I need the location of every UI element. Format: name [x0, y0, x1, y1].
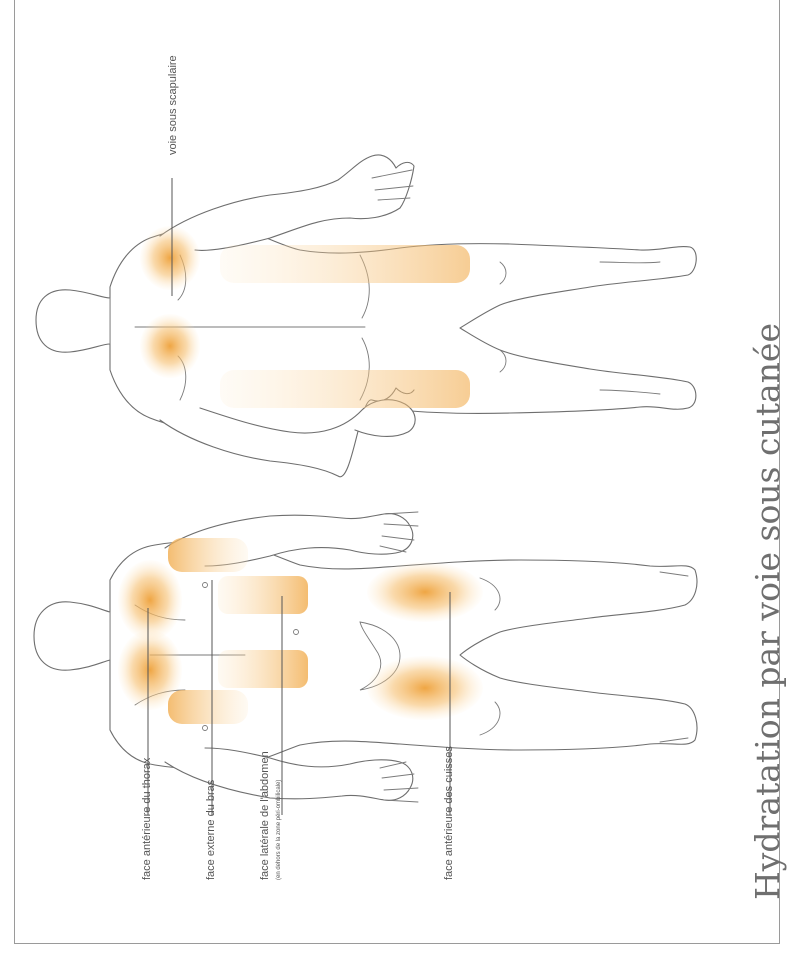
label-cuisses: face antérieure des cuisses: [443, 746, 455, 880]
label-voie-scapulaire: voie sous scapulaire: [167, 55, 179, 155]
front-head-outline: [34, 602, 110, 670]
page-title: Hydratation par voie sous cutanée: [748, 323, 787, 900]
back-head-outline: [36, 290, 110, 352]
zone-front-abdomen-top: [218, 576, 308, 614]
zone-front-thorax-top: [118, 560, 182, 640]
zone-back-flank-bottom: [220, 370, 470, 408]
zone-back-flank-top: [220, 245, 470, 283]
front-figure: [34, 512, 697, 802]
front-arm-bottom: [165, 748, 413, 800]
label-abdomen: face latérale de l'abdomen: [259, 751, 271, 880]
zone-front-abdomen-bottom: [218, 650, 308, 688]
zone-front-thigh-bottom: [367, 656, 483, 720]
back-figure: [36, 155, 696, 477]
zone-back-shoulder-bottom: [140, 314, 200, 378]
zone-front-thigh-top: [367, 562, 483, 622]
label-bras: face externe du bras: [205, 779, 217, 880]
label-thorax: face antérieure du thorax: [141, 757, 153, 880]
zone-front-arm-bottom: [168, 690, 248, 724]
label-abdomen-note: (en dehors de la zone péri-ombilicale): [276, 780, 282, 880]
zone-front-arm-top: [168, 538, 248, 572]
zone-back-shoulder-top: [140, 226, 200, 290]
back-arm-top: [160, 155, 414, 250]
